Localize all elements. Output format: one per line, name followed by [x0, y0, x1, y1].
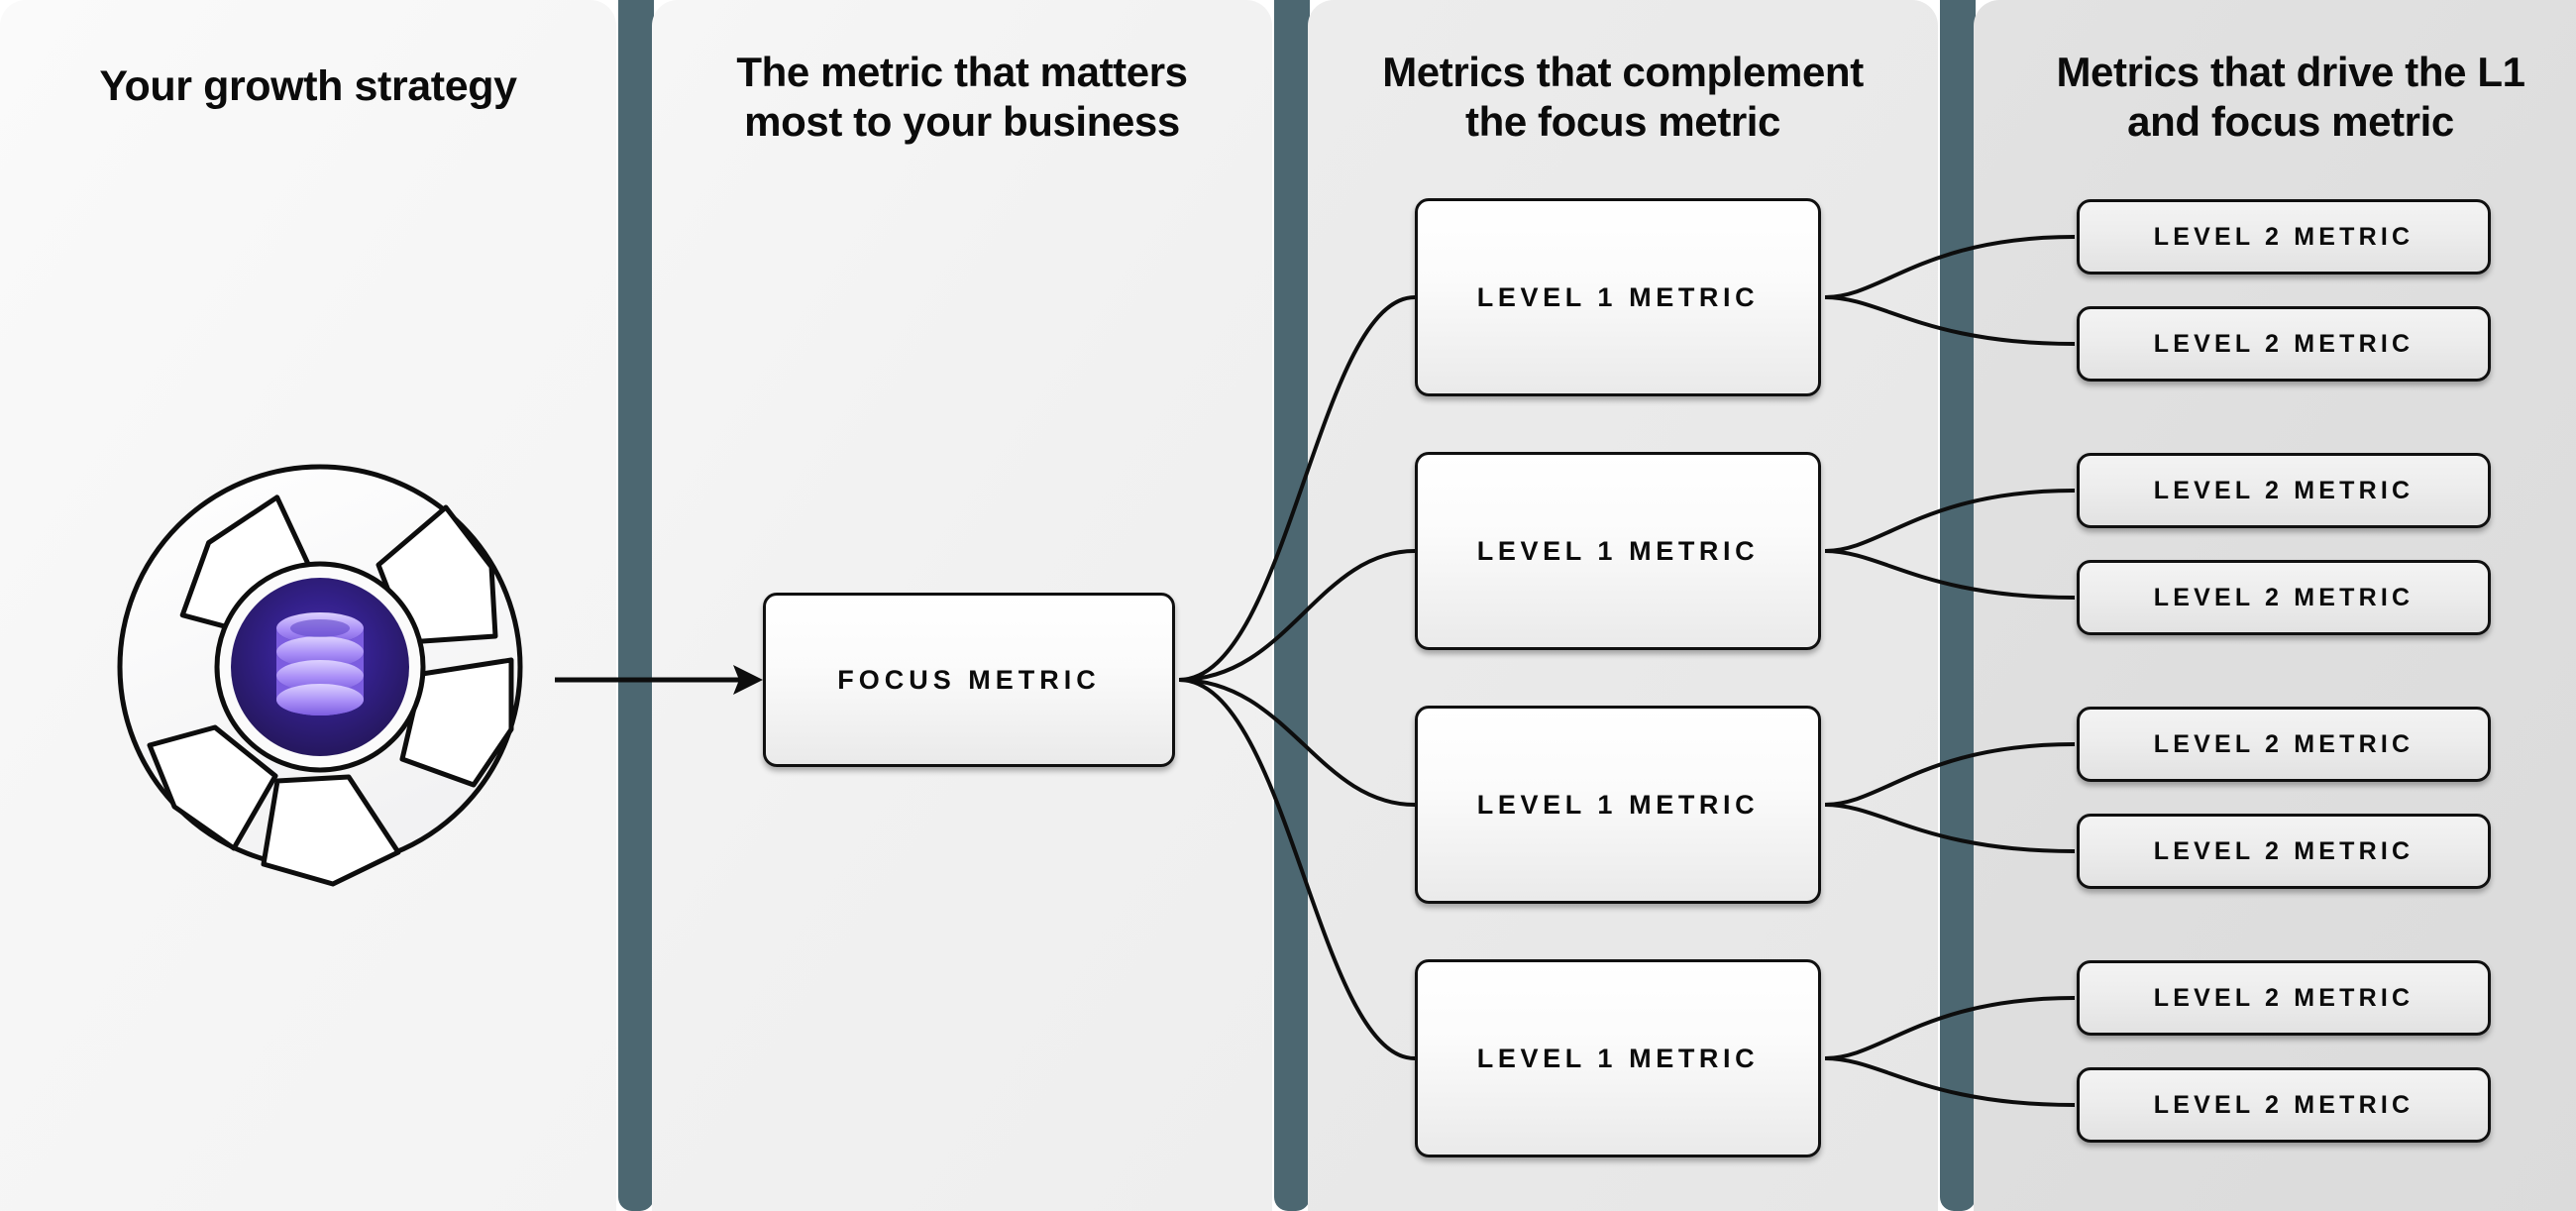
level-1-metric-box[interactable]: LEVEL 1 METRIC — [1415, 198, 1821, 396]
level-2-metric-box[interactable]: LEVEL 2 METRIC — [2077, 306, 2491, 382]
level-2-metric-box[interactable]: LEVEL 2 METRIC — [2077, 199, 2491, 275]
column-title-level-1: Metrics that complement the focus metric — [1308, 48, 1938, 146]
column-title-focus-metric: The metric that matters most to your bus… — [652, 48, 1272, 146]
level-1-metric-box[interactable]: LEVEL 1 METRIC — [1415, 959, 1821, 1157]
column-title-level-2-line2: and focus metric — [2127, 97, 2454, 145]
column-title-level-2: Metrics that drive the L1 and focus metr… — [1974, 48, 2576, 146]
level-1-metric-box[interactable]: LEVEL 1 METRIC — [1415, 452, 1821, 650]
database-icon — [276, 612, 364, 716]
column-title-focus-metric-line1: The metric that matters — [736, 49, 1188, 95]
focus-metric-box[interactable]: FOCUS METRIC — [763, 593, 1175, 767]
level-2-metric-box[interactable]: LEVEL 2 METRIC — [2077, 560, 2491, 635]
level-2-metric-box[interactable]: LEVEL 2 METRIC — [2077, 1067, 2491, 1143]
aperture-database-logo — [87, 434, 553, 900]
column-growth-strategy-background: Your growth strategy — [0, 0, 616, 1211]
column-title-level-1-line1: Metrics that complement — [1382, 49, 1864, 95]
column-separator-2 — [1274, 0, 1310, 1211]
column-title-focus-metric-line2: most to your business — [744, 97, 1180, 145]
column-title-growth-strategy: Your growth strategy — [99, 62, 517, 110]
column-growth-strategy: Your growth strategy — [0, 0, 616, 1211]
level-2-metric-box[interactable]: LEVEL 2 METRIC — [2077, 453, 2491, 528]
level-2-metric-box[interactable]: LEVEL 2 METRIC — [2077, 814, 2491, 889]
level-2-metric-box[interactable]: LEVEL 2 METRIC — [2077, 707, 2491, 782]
column-separator-1 — [618, 0, 654, 1211]
column-title-level-2-line1: Metrics that drive the L1 — [2056, 49, 2525, 95]
column-separator-3 — [1940, 0, 1976, 1211]
column-title-level-1-line2: the focus metric — [1464, 97, 1780, 145]
level-2-metric-box[interactable]: LEVEL 2 METRIC — [2077, 960, 2491, 1036]
level-1-metric-box[interactable]: LEVEL 1 METRIC — [1415, 706, 1821, 904]
